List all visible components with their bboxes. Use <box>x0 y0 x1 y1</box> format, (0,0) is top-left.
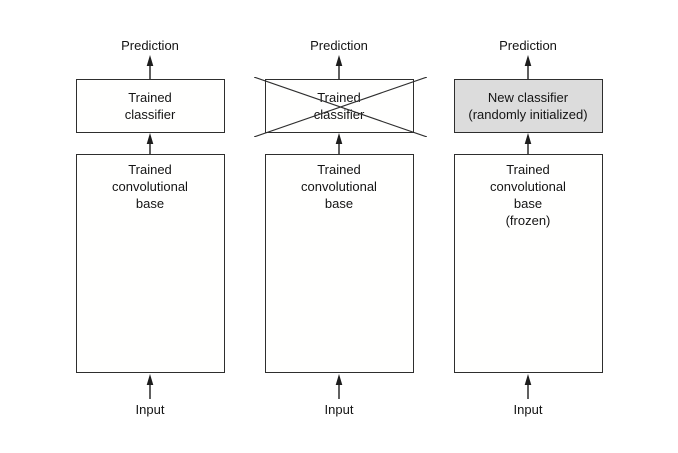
input-label: Input <box>513 402 543 417</box>
classifier-text-line: classifier <box>124 107 176 122</box>
prediction-label: Prediction <box>499 38 557 53</box>
base-text-line: convolutional <box>301 179 377 194</box>
prediction-label: Prediction <box>310 38 368 53</box>
base-text-line: convolutional <box>490 179 566 194</box>
crossed-classifier-box: Trained classifier <box>253 77 427 137</box>
classifier-text-line: (randomly initialized) <box>468 107 588 122</box>
prediction-label: Prediction <box>121 38 179 53</box>
base-text-line: base <box>513 196 543 211</box>
base-text-line: Trained <box>128 162 172 177</box>
up-arrow-icon <box>335 133 343 154</box>
up-arrow-icon <box>146 55 154 79</box>
base-text-line: base <box>324 196 354 211</box>
base-text-line: base <box>135 196 165 211</box>
new-classifier-box: New classifier (randomly initialized) <box>453 79 603 133</box>
classifier-text-line: Trained <box>128 90 172 105</box>
input-label: Input <box>324 402 354 417</box>
conv-base-box: Trained convolutional base <box>264 154 414 373</box>
up-arrow-icon <box>146 133 154 154</box>
classifier-text-line: classifier <box>313 107 365 122</box>
conv-base-box: Trained convolutional base <box>75 154 225 373</box>
column-trained-classifier: Prediction Trained classifier Trained co… <box>75 38 225 418</box>
conv-base-box-frozen: Trained convolutional base (frozen) <box>453 154 603 373</box>
base-text-line: Trained <box>317 162 361 177</box>
up-arrow-icon <box>524 55 532 79</box>
column-new-classifier: Prediction New classifier (randomly init… <box>453 38 603 418</box>
input-label: Input <box>135 402 165 417</box>
column-crossed-classifier: Prediction Trained classifier Trained co… <box>253 38 427 418</box>
up-arrow-icon <box>524 374 532 399</box>
up-arrow-icon <box>335 55 343 79</box>
trained-classifier-box: Trained classifier <box>75 79 225 133</box>
classifier-text-line: New classifier <box>487 90 569 105</box>
up-arrow-icon <box>146 374 154 399</box>
base-text-line: convolutional <box>112 179 188 194</box>
classifier-text-line: Trained <box>317 90 361 105</box>
up-arrow-icon <box>524 133 532 154</box>
up-arrow-icon <box>335 374 343 399</box>
base-text-line: (frozen) <box>505 213 551 228</box>
base-text-line: Trained <box>506 162 550 177</box>
